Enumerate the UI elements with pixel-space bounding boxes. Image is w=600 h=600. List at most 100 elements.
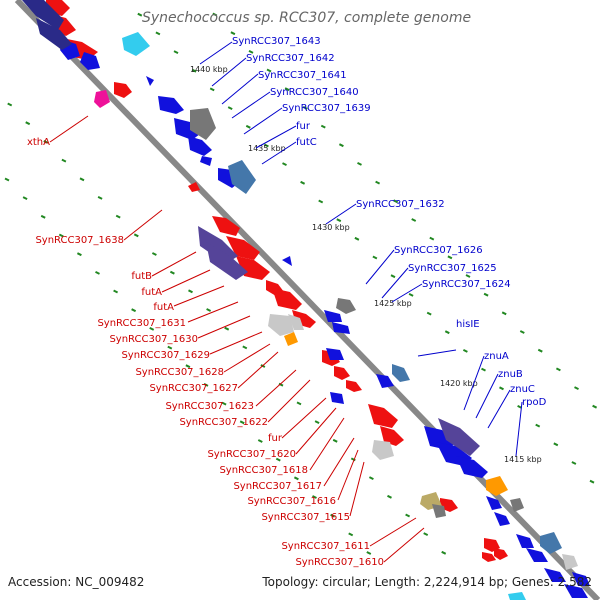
tick-dot [300,180,306,185]
gene-label: SynRCC307_1616 [247,496,336,507]
tick-dot [263,143,269,148]
other-features [22,0,578,600]
gene-arrow [332,322,350,334]
gene-label: fur [268,433,283,444]
tick-dot [95,271,100,275]
tick-dot [206,308,212,312]
gene-label: SynRCC307_1611 [281,541,370,552]
tick-dot [296,401,302,406]
gene-arrow [380,426,404,446]
gene-arrow [114,82,132,98]
tick-dot [4,177,10,182]
accession-text: Accession: NC_009482 [8,575,144,589]
tick-dot [441,550,447,555]
tick-dot [302,106,308,110]
tick-dot [429,236,435,241]
gene-label: SynRCC307_1624 [422,279,511,290]
gene-label: SynRCC307_1610 [295,557,384,568]
tick-dot [444,330,450,335]
kbp-label: 1430 kbp [312,223,350,232]
tick-dot [574,386,579,390]
tick-dot [61,158,67,163]
tick-dot [245,124,251,129]
gene-block [540,532,562,554]
gene-label: SynRCC307_1640 [270,87,359,98]
tick-dot [405,513,411,518]
tick-dot [462,349,468,353]
tick-dot [76,252,82,257]
gene-label: xthA [27,137,50,148]
tick-dot [336,218,342,223]
kbp-label: 1425 kbp [374,299,412,308]
tick-dot [282,162,287,166]
gene-arrow [200,156,212,166]
tick-dot [230,31,236,36]
gene-label: futA [153,302,174,313]
tick-dot [155,31,161,36]
red-leader-lines [49,115,425,563]
gene-block [510,498,524,512]
tick-dot [408,293,414,297]
tick-dot [411,218,417,222]
tick-dot [173,50,179,54]
gene-arrow [146,76,154,86]
tick-dot [151,252,157,256]
tick-dot [314,420,320,424]
gene-label: SynRCC307_1622 [179,417,268,428]
tick-dot [372,255,378,260]
tick-dot [169,270,175,275]
tick-dot [592,404,598,409]
map-title: Synechococcus sp. RCC307, complete genom… [142,10,471,26]
kbp-label: 1415 kbp [504,455,542,464]
gene-label: SynRCC307_1618 [219,465,308,476]
gene-label: SynRCC307_1643 [232,36,321,47]
tick-dot [40,214,46,219]
gene-block [432,504,446,518]
red-labels: xthA SynRCC307_1638 futB futA futA SynRC… [27,137,384,568]
tick-dot [293,476,299,481]
tick-dot [312,495,317,499]
gene-label: znuA [484,351,509,362]
tick-dot [332,438,338,443]
genome-backbone [14,0,600,600]
gene-block [284,332,298,346]
gene-label: futC [296,137,317,148]
gene-block [206,242,248,280]
kbp-label: 1435 kbp [248,144,286,153]
tick-dot [188,289,193,294]
gene-arrow [368,404,398,428]
tick-dot [7,102,13,107]
gene-label: SynRCC307_1641 [258,70,347,81]
tick-dot [227,106,233,110]
gene-label: SynRCC307_1630 [109,334,198,345]
tick-dot [368,476,374,480]
tick-dot [535,423,541,428]
gene-arrow [324,310,342,322]
gene-arrow [212,216,240,236]
tick-dot [330,513,336,518]
gene-arrow [282,256,292,266]
gene-arrow [572,572,590,586]
gene-label: SynRCC307_1642 [246,53,335,64]
kbp-label: 1440 kbp [190,65,228,74]
tick-dot [483,292,489,297]
gene-label: SynRCC307_1615 [261,512,350,523]
gene-arrow [330,392,344,404]
tick-dot [185,364,191,369]
tick-dot [350,457,356,462]
gene-arrow [334,366,350,380]
tick-dot [79,177,85,182]
gene-block [508,592,526,600]
gene-label: rpoD [522,397,547,408]
tick-dot [115,214,121,219]
gene-label: SynRCC307_1617 [233,481,322,492]
gene-block [228,160,256,194]
gene-arrow [272,288,302,310]
gene-block [392,364,410,382]
gene-arrow [482,552,496,562]
tick-dot [133,233,139,238]
tick-dot [167,345,173,350]
gene-label: SynRCC307_1639 [282,103,371,114]
gene-block [122,32,150,56]
